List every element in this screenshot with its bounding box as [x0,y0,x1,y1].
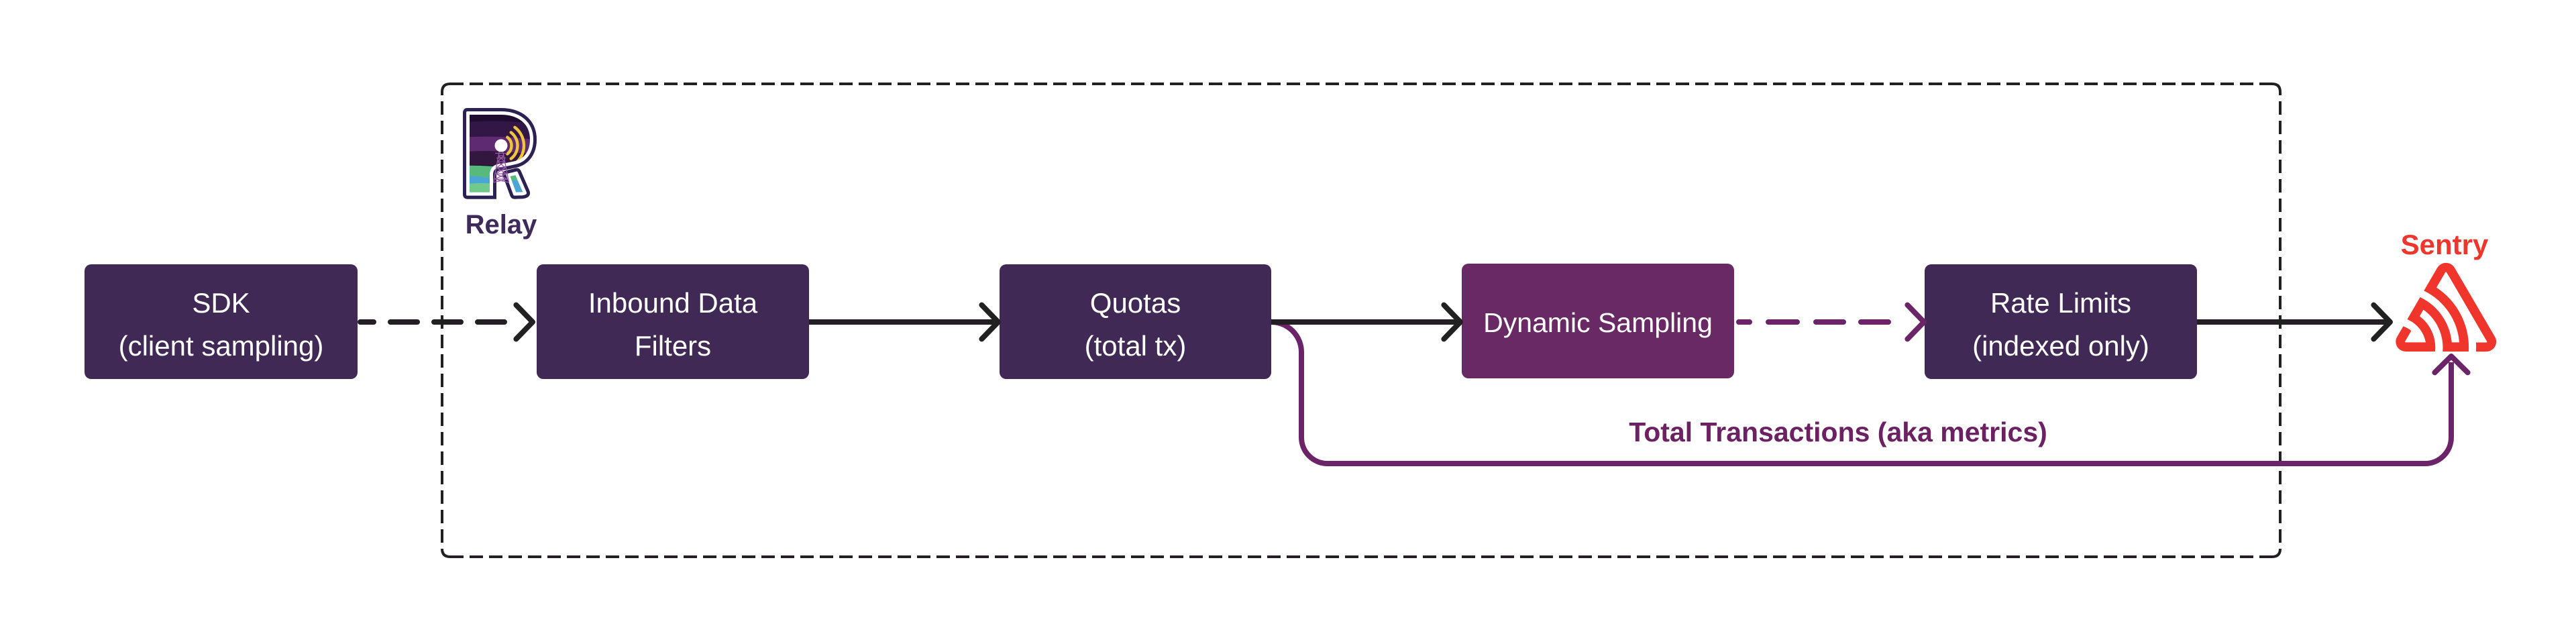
svg-text:Inbound Data: Inbound Data [588,287,758,319]
svg-text:(indexed only): (indexed only) [1972,330,2149,362]
svg-text:Total Transactions (aka metric: Total Transactions (aka metrics) [1629,417,2047,447]
svg-text:SDK: SDK [192,287,250,319]
svg-text:Relay: Relay [466,210,537,239]
svg-text:Rate Limits: Rate Limits [1990,287,2131,319]
svg-text:Filters: Filters [635,330,711,362]
svg-text:(client sampling): (client sampling) [119,330,324,362]
svg-text:Quotas: Quotas [1090,287,1181,319]
svg-text:Dynamic Sampling: Dynamic Sampling [1483,307,1713,338]
svg-text:(total tx): (total tx) [1085,330,1187,362]
svg-text:Sentry: Sentry [2401,229,2489,260]
